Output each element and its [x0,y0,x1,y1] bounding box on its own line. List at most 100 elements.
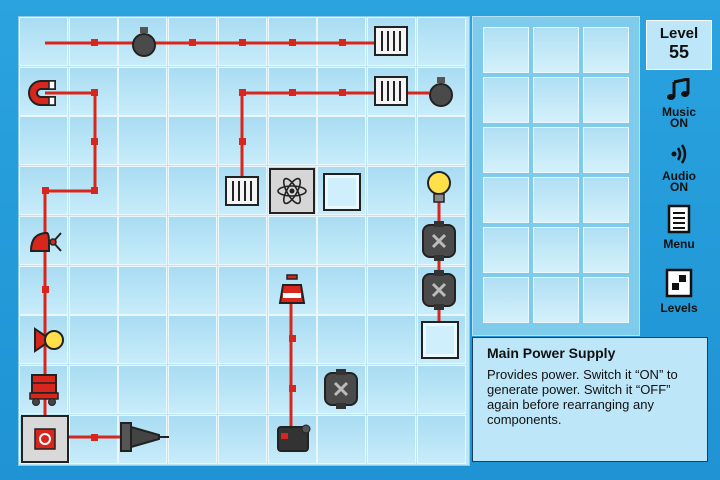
level-label: Level [659,25,699,42]
board-cell[interactable] [366,315,416,365]
board-cell[interactable] [317,116,367,166]
board-cell[interactable] [366,414,416,464]
board-cell[interactable] [168,364,218,414]
inventory-slot[interactable] [533,277,579,323]
parts-inventory[interactable] [472,16,640,336]
levels-button[interactable]: Levels [646,268,712,314]
board-cell[interactable] [217,414,267,464]
blocker-component[interactable] [419,270,459,310]
inventory-slot[interactable] [583,27,629,73]
info-description: Provides power. Switch it “ON” to genera… [487,367,678,427]
game-board[interactable] [18,16,470,466]
board-cell[interactable] [118,265,168,315]
board-cell[interactable] [118,215,168,265]
toaster-component[interactable] [275,421,313,455]
menu-list-icon [667,204,691,234]
board-cell[interactable] [19,66,68,116]
inventory-slot[interactable] [583,227,629,273]
atom-component[interactable] [269,168,315,214]
inventory-slot[interactable] [533,127,579,173]
board-cell[interactable] [366,364,416,414]
board-cell[interactable] [366,215,416,265]
board-cell[interactable] [19,116,68,166]
board-cell[interactable] [168,414,218,464]
board-cell[interactable] [366,116,416,166]
heater-component[interactable] [224,173,260,209]
heater-component[interactable] [373,23,409,59]
board-cell[interactable] [416,414,466,464]
board-cell[interactable] [118,66,168,116]
board-cell[interactable] [68,265,118,315]
ice-block-component[interactable] [323,173,361,211]
inventory-slot[interactable] [533,77,579,123]
music-state: ON [670,116,688,130]
level-indicator: Level 55 [646,20,712,70]
board-cell[interactable] [317,265,367,315]
board-cell[interactable] [168,215,218,265]
board-cell[interactable] [217,265,267,315]
inventory-slot[interactable] [483,227,529,273]
component-info-panel: Main Power Supply Provides power. Switch… [472,337,708,462]
board-cell[interactable] [217,215,267,265]
lightbulb-component[interactable] [425,169,453,209]
ice-block-component[interactable] [421,321,459,359]
board-cell[interactable] [118,166,168,216]
inventory-slot[interactable] [533,177,579,223]
board-cell[interactable] [317,414,367,464]
kettle-component[interactable] [275,273,309,307]
inventory-slot[interactable] [583,177,629,223]
inventory-slot[interactable] [483,127,529,173]
board-cell[interactable] [416,116,466,166]
blocker-component[interactable] [419,221,459,261]
blocker-component[interactable] [321,369,361,409]
inventory-slot[interactable] [583,277,629,323]
board-cell[interactable] [416,17,466,66]
board-cell[interactable] [366,265,416,315]
board-cell[interactable] [118,364,168,414]
bell-component[interactable] [130,25,158,59]
board-cell[interactable] [317,215,367,265]
robot-component[interactable] [27,369,61,407]
main-power-supply-component[interactable] [21,415,69,463]
board-cell[interactable] [366,166,416,216]
inventory-slot[interactable] [583,127,629,173]
board-cell[interactable] [68,215,118,265]
board-cell[interactable] [267,66,317,116]
board-cell[interactable] [416,364,466,414]
inventory-slot[interactable] [483,177,529,223]
music-toggle-button[interactable]: Music ON [646,77,712,130]
board-cell[interactable] [267,116,317,166]
board-cell[interactable] [217,315,267,365]
inventory-slot[interactable] [583,77,629,123]
inventory-slot[interactable] [483,77,529,123]
audio-waves-icon [671,144,687,164]
magnet-component[interactable] [27,77,61,109]
inventory-slot[interactable] [483,27,529,73]
board-cell[interactable] [168,116,218,166]
bell-component[interactable] [427,75,455,109]
inventory-slot[interactable] [533,27,579,73]
board-cell[interactable] [118,116,168,166]
inventory-slot[interactable] [483,277,529,323]
board-cell[interactable] [317,315,367,365]
audio-label: Audio [662,169,696,183]
board-cell[interactable] [217,364,267,414]
board-cell[interactable] [168,265,218,315]
board-cell[interactable] [118,315,168,365]
menu-button[interactable]: Menu [646,204,712,250]
board-cell[interactable] [68,315,118,365]
inventory-slot[interactable] [533,227,579,273]
board-cell[interactable] [168,166,218,216]
lightbulb-horn-component[interactable] [29,323,67,357]
board-cell[interactable] [68,364,118,414]
level-number: 55 [668,42,690,62]
heater-component[interactable] [373,73,409,109]
music-label: Music [661,105,696,119]
board-cell[interactable] [168,315,218,365]
board-cell[interactable] [267,215,317,265]
board-cell[interactable] [168,66,218,116]
audio-toggle-button[interactable]: Audio ON [646,142,712,193]
drill-component[interactable] [119,417,171,457]
fan-component[interactable] [27,225,65,259]
audio-state: ON [670,180,688,194]
